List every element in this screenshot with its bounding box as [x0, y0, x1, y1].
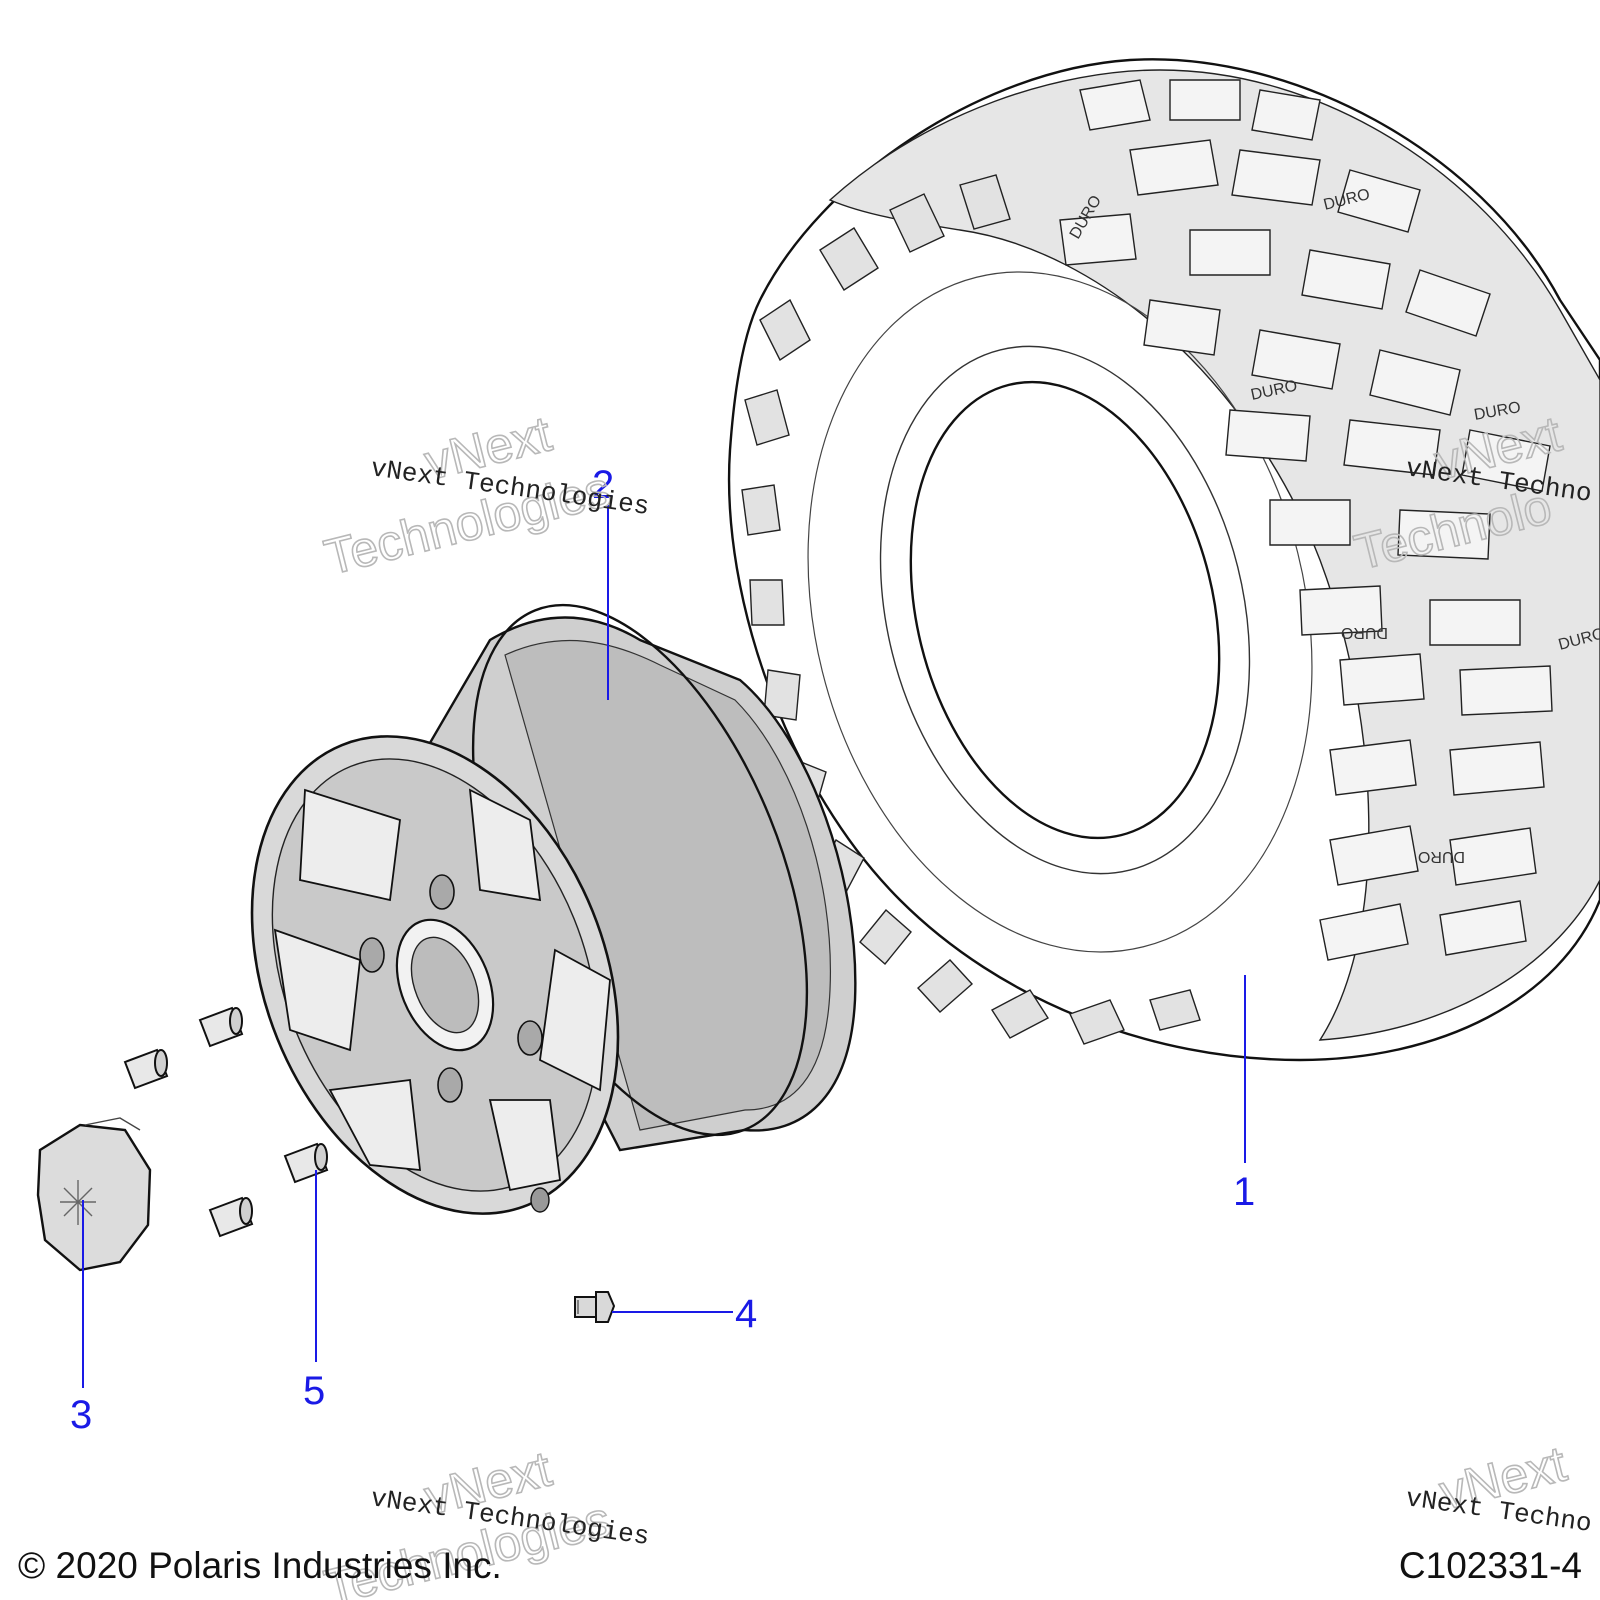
copyright-text: © 2020 Polaris Industries Inc. [18, 1545, 502, 1586]
callout-4: 4 [735, 1292, 757, 1336]
lug-nut-3 [283, 1142, 329, 1184]
leader-lines [82, 505, 1246, 1388]
callout-3: 3 [70, 1393, 92, 1437]
hub-cap-star-icon [60, 1180, 96, 1225]
lug-nut-1 [198, 1006, 244, 1048]
wheel-lug-holes [359, 874, 543, 1103]
watermark-bottom-left: vNext Technologies vNext Technologies [318, 1440, 651, 1600]
lug-nut-2 [123, 1048, 169, 1090]
callout-5: 5 [303, 1369, 325, 1413]
hub-cap-illustration [36, 1117, 152, 1272]
wheel-spoke-openings [273, 788, 611, 1192]
watermark-bottom-right: vNext vNext Techno [1404, 1435, 1594, 1539]
valve-stem-illustration [574, 1291, 616, 1323]
callout-labels: 1 2 3 4 5 [70, 463, 1255, 1437]
lug-nuts [123, 1006, 329, 1238]
tread-blocks [1059, 79, 1553, 961]
tread-marking-5: DURO [1341, 624, 1388, 641]
tread-marking-7: DURO [1418, 848, 1465, 865]
callout-2: 2 [592, 463, 614, 507]
callout-1: 1 [1233, 1170, 1255, 1214]
figure-id: C102331-4 [1399, 1545, 1582, 1586]
wheel-illustration [250, 603, 857, 1215]
watermark-top-left: vNext Technologies vNext Technologies [318, 405, 651, 587]
lug-nut-4 [208, 1196, 254, 1238]
tire-illustration: DURO DURO DURO DURO DURO DURO DURO [727, 58, 1600, 1062]
